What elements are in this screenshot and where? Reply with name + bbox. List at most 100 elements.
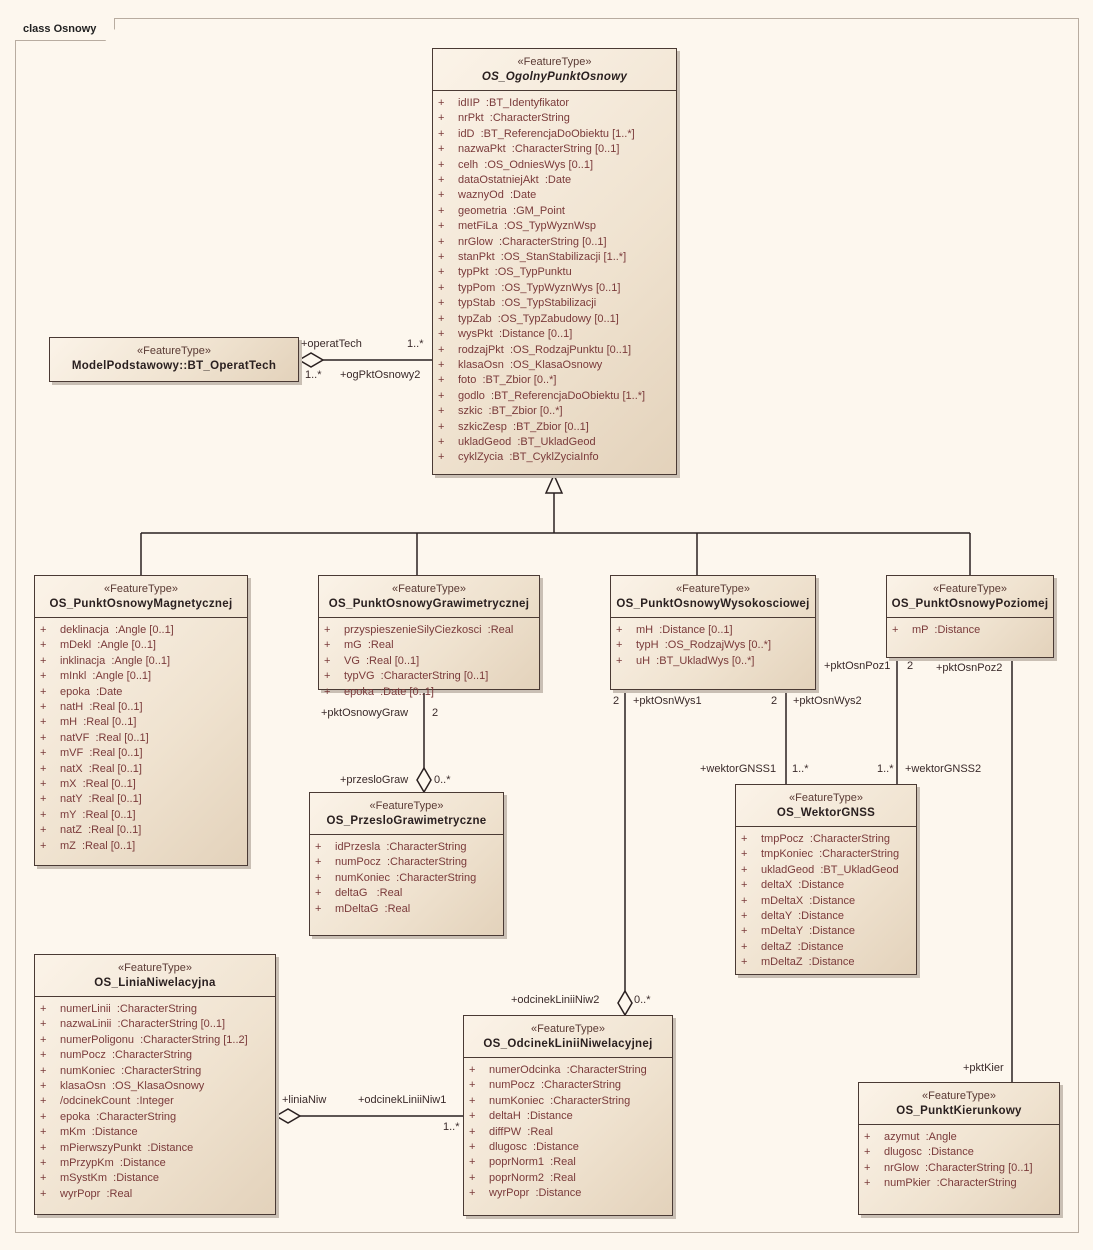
- visibility-public: +: [40, 654, 47, 667]
- attribute-row: +natH :Real [0..1]: [40, 700, 247, 715]
- attribute-row: +mH :Distance [0..1]: [616, 623, 815, 638]
- role-label: +odcinekLiniiNiw1: [358, 1094, 447, 1106]
- attribute-text: poprNorm2 :Real: [489, 1171, 576, 1184]
- visibility-public: +: [469, 1156, 476, 1169]
- multiplicity-label: 1..*: [443, 1121, 460, 1133]
- visibility-public: +: [469, 1064, 476, 1076]
- attribute-text: deltaH :Distance: [489, 1110, 573, 1123]
- attribute-row: +typPom :OS_TypWyznWys [0..1]: [438, 281, 676, 296]
- attribute-row: +numPocz :CharacterString: [315, 855, 503, 870]
- visibility-public: +: [40, 731, 47, 744]
- visibility-public: +: [438, 112, 445, 125]
- class-operat[interactable]: «FeatureType»ModelPodstawowy::BT_OperatT…: [49, 337, 299, 382]
- attribute-row: +nrGlow :CharacterString [0..1]: [438, 235, 676, 250]
- attribute-row: + mSystKm :Distance: [40, 1171, 275, 1186]
- attribute-text: mPierwszyPunkt :Distance: [60, 1141, 194, 1154]
- attribute-text: /odcinekCount :Integer: [60, 1095, 174, 1108]
- class-header: «FeatureType»OS_LiniaNiwelacyjna: [35, 955, 275, 997]
- visibility-public: +: [741, 848, 748, 861]
- attribute-row: +dataOstatniejAkt :Date: [438, 173, 676, 188]
- attribute-text: idD :BT_ReferencjaDoObiektu [1..*]: [458, 127, 635, 140]
- attribute-row: +poprNorm2 :Real: [469, 1171, 672, 1186]
- visibility-public: +: [40, 808, 47, 821]
- generalization-arrow: [544, 473, 564, 494]
- attribute-row: +metFiLa :OS_TypWyznWsp: [438, 219, 676, 234]
- class-name: OS_LiniaNiwelacyjna: [94, 977, 216, 989]
- class-kier[interactable]: «FeatureType»OS_PunktKierunkowy+azymut :…: [858, 1082, 1060, 1215]
- attribute-text: numPkier :CharacterString: [884, 1177, 1017, 1190]
- class-name: OS_OdcinekLiniiNiwelacyjnej: [483, 1038, 653, 1050]
- attribute-text: mVF :Real [0..1]: [60, 747, 143, 760]
- class-odcinek[interactable]: «FeatureType»OS_OdcinekLiniiNiwelacyjnej…: [463, 1015, 673, 1216]
- visibility-public: +: [40, 778, 47, 791]
- visibility-public: +: [438, 328, 445, 341]
- attribute-row: +wysPkt :Distance [0..1]: [438, 327, 676, 342]
- attribute-row: +klasaOsn :OS_KlasaOsnowy: [438, 358, 676, 373]
- attribute-row: +natZ :Real [0..1]: [40, 823, 247, 838]
- attribute-row: +celh :OS_OdniesWys [0..1]: [438, 158, 676, 173]
- attribute-row: +ukladGeod :BT_UkladGeod: [741, 863, 916, 878]
- attribute-text: mInkl :Angle [0..1]: [60, 670, 152, 683]
- class-graw[interactable]: «FeatureType»OS_PunktOsnowyGrawimetryczn…: [318, 575, 540, 698]
- visibility-public: +: [438, 204, 445, 217]
- visibility-public: +: [40, 824, 47, 837]
- attribute-row: +numKoniec :CharacterString: [469, 1094, 672, 1109]
- attribute-row: +dlugosc :Distance: [469, 1140, 672, 1155]
- attribute-row: +foto :BT_Zbior [0..*]: [438, 373, 676, 388]
- class-wys[interactable]: «FeatureType»OS_PunktOsnowyWysokosciowej…: [610, 575, 816, 690]
- attribute-text: tmpPocz :CharacterString: [761, 833, 890, 845]
- attribute-row: +/odcinekCount :Integer: [40, 1094, 275, 1109]
- attribute-text: numKoniec :CharacterString: [335, 871, 477, 884]
- visibility-public: +: [40, 747, 47, 760]
- attribute-text: wyrPopr :Real: [60, 1187, 133, 1200]
- class-linia[interactable]: «FeatureType»OS_LiniaNiwelacyjna+numerLi…: [34, 954, 276, 1215]
- role-label: +pktOsnWys1: [633, 695, 702, 707]
- attribute-row: +deltaG :Real: [315, 886, 503, 901]
- class-stereotype: «FeatureType»: [676, 583, 750, 595]
- visibility-public: +: [40, 1172, 47, 1185]
- visibility-public: +: [40, 793, 47, 806]
- attribute-text: wyrPopr :Distance: [489, 1187, 582, 1200]
- attribute-text: natY :Real [0..1]: [60, 793, 142, 806]
- attribute-list: +idPrzesla :CharacterString+numPocz :Cha…: [310, 835, 503, 917]
- visibility-public: +: [438, 143, 445, 156]
- visibility-public: +: [469, 1094, 476, 1107]
- attribute-text: tmpKoniec :CharacterString: [761, 848, 900, 861]
- attribute-row: +numerOdcinka :CharacterString: [469, 1063, 672, 1078]
- attribute-text: godlo :BT_ReferencjaDoObiektu [1..*]: [458, 389, 646, 402]
- class-header: «FeatureType»OS_PunktOsnowyGrawimetryczn…: [319, 576, 539, 618]
- class-magnet[interactable]: «FeatureType»OS_PunktOsnowyMagnetycznej+…: [34, 575, 248, 866]
- class-przeslo[interactable]: «FeatureType»OS_PrzesloGrawimetryczne+id…: [309, 792, 504, 936]
- class-wektor[interactable]: «FeatureType»OS_WektorGNSS+tmpPocz :Char…: [735, 784, 917, 975]
- visibility-public: +: [438, 420, 445, 433]
- role-label: +pktOsnowyGraw: [321, 707, 409, 719]
- class-ogolny[interactable]: «FeatureType»OS_OgolnyPunktOsnowy+idIIP …: [432, 48, 677, 475]
- class-poz[interactable]: «FeatureType»OS_PunktOsnowyPoziomej+mP :…: [886, 575, 1054, 658]
- attribute-list: +przyspieszenieSilyCiezkosci :Real+mG :R…: [319, 618, 539, 700]
- attribute-text: mDekl :Angle [0..1]: [60, 639, 156, 652]
- attribute-row: +uH :BT_UkladWys [0..*]: [616, 654, 815, 669]
- multiplicity-label: 2: [432, 707, 439, 719]
- class-stereotype: «FeatureType»: [789, 792, 863, 804]
- visibility-public: +: [438, 343, 445, 356]
- attribute-row: +nazwaPkt :CharacterString [0..1]: [438, 142, 676, 157]
- visibility-public: +: [40, 639, 47, 652]
- diagram-frame-label: class Osnowy: [15, 18, 115, 41]
- attribute-row: +klasaOsn :OS_KlasaOsnowy: [40, 1079, 275, 1094]
- attribute-text: mSystKm :Distance: [60, 1172, 160, 1185]
- attribute-text: VG :Real [0..1]: [344, 654, 420, 667]
- attribute-text: klasaOsn :OS_KlasaOsnowy: [458, 358, 603, 371]
- attribute-row: +natVF :Real [0..1]: [40, 731, 247, 746]
- attribute-row: +numKoniec :CharacterString: [315, 871, 503, 886]
- role-label: +pktOsnPoz2: [936, 662, 1003, 674]
- attribute-row: +mDeltaY :Distance: [741, 924, 916, 939]
- attribute-row: +mY :Real [0..1]: [40, 808, 247, 823]
- role-label: +pktOsnPoz1: [824, 660, 891, 672]
- attribute-row: +nrPkt :CharacterString: [438, 111, 676, 126]
- attribute-list: +mP :Distance: [887, 618, 1053, 638]
- attribute-text: typPkt :OS_TypPunktu: [458, 266, 572, 279]
- visibility-public: +: [864, 1146, 871, 1159]
- multiplicity-label: 0..*: [634, 994, 651, 1006]
- class-name: OS_PunktOsnowyMagnetycznej: [49, 598, 233, 610]
